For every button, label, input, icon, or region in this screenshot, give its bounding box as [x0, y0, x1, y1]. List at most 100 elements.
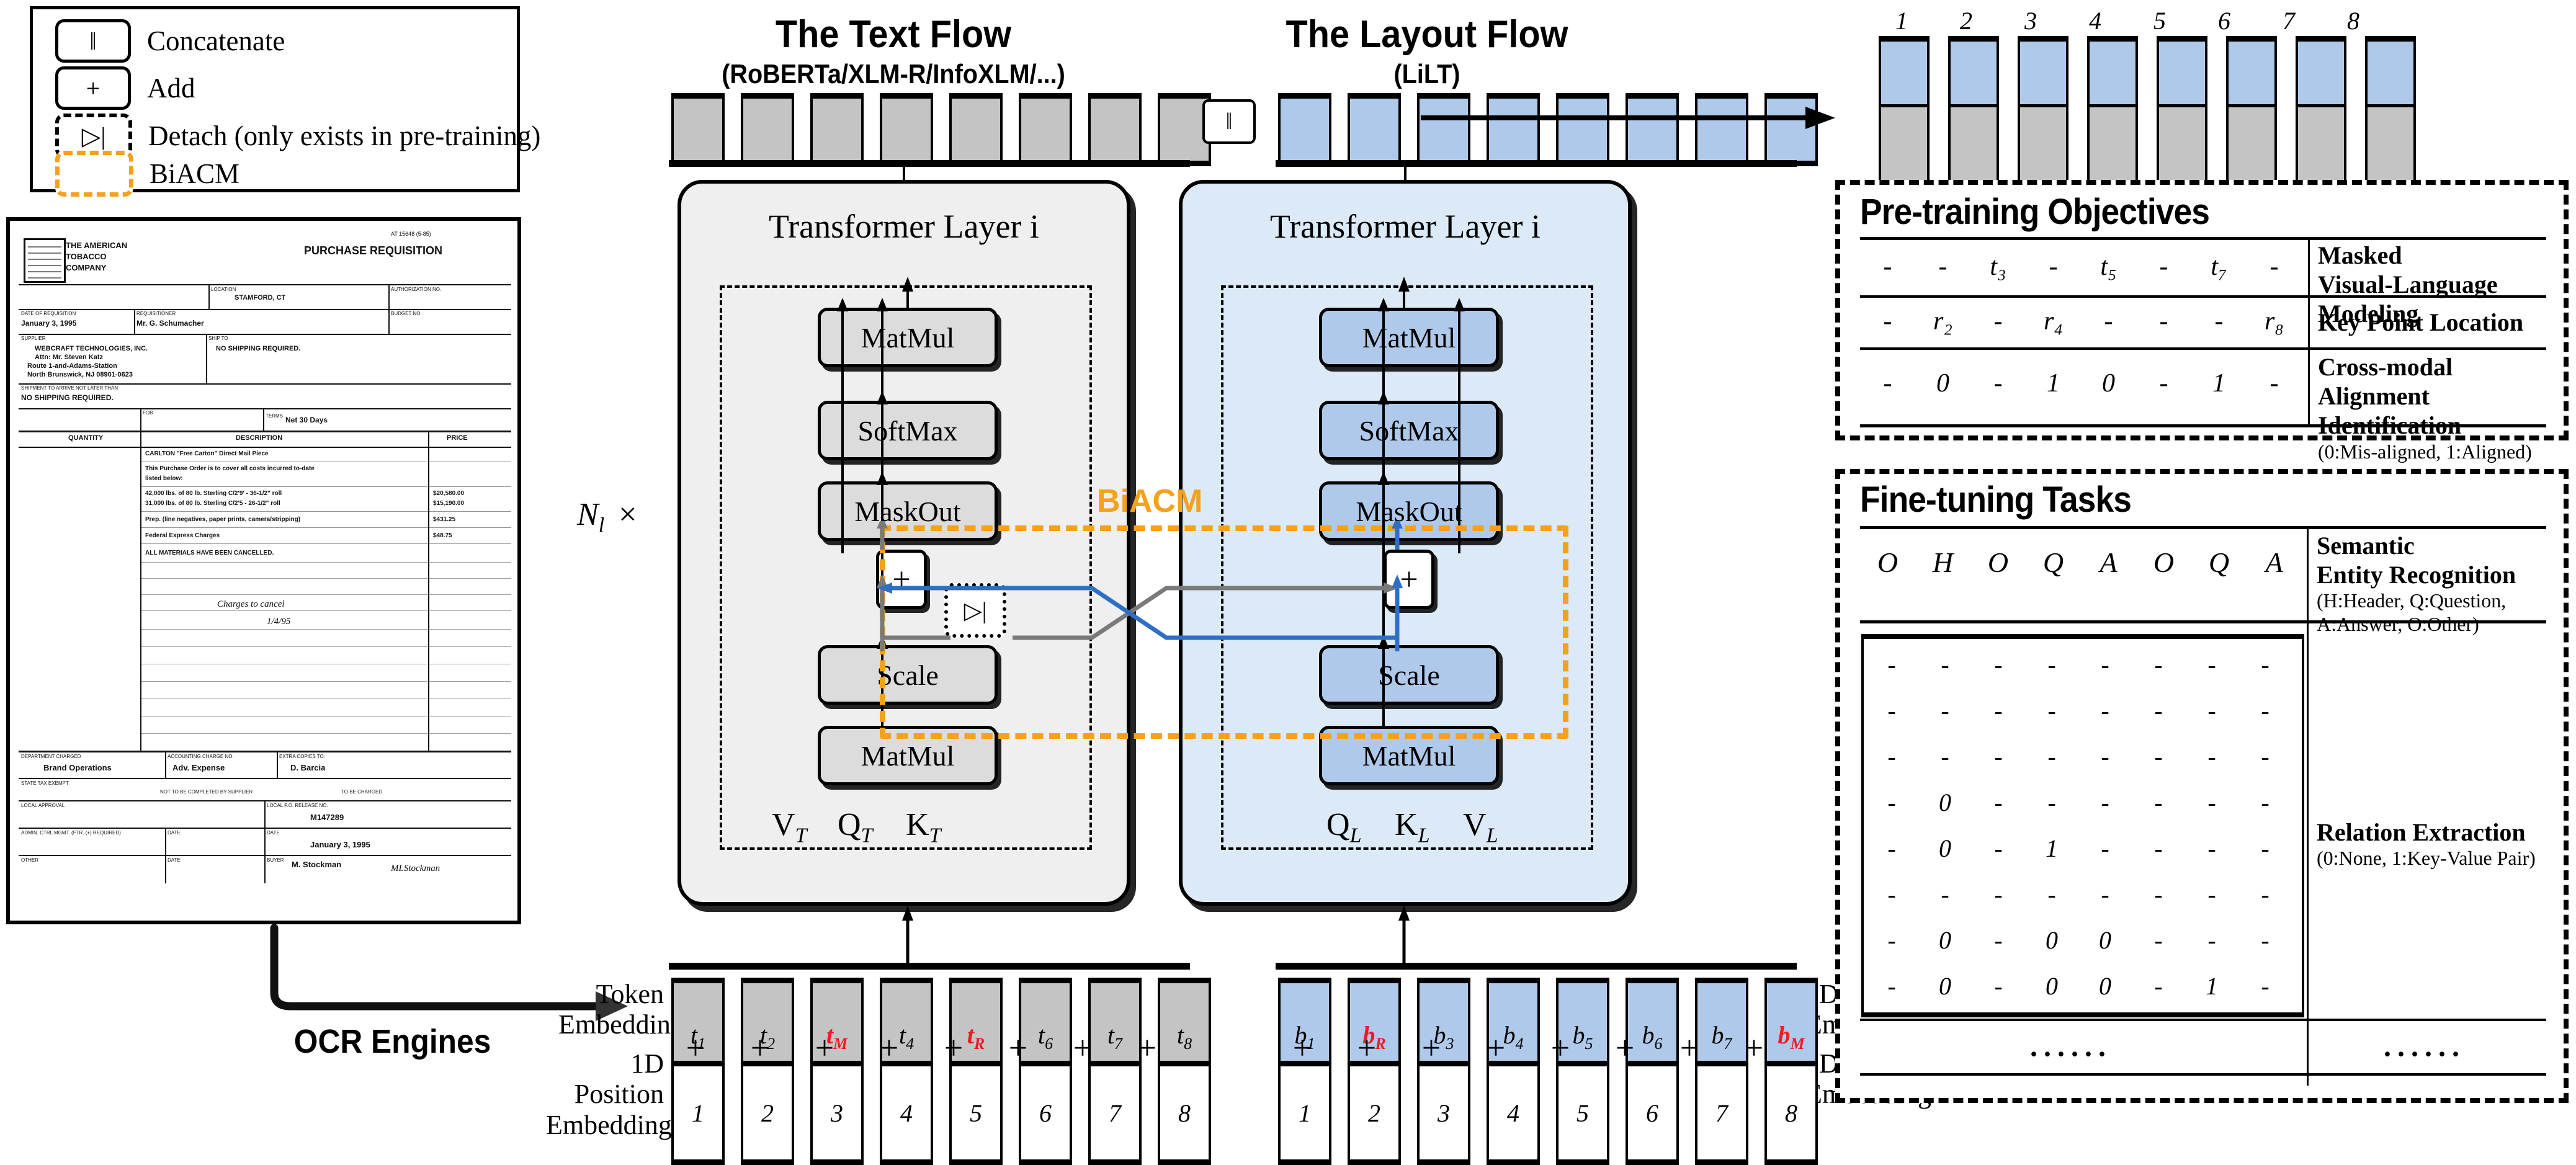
- layout-input-arrow: [1398, 906, 1410, 968]
- legend-label-detach: Detach (only exists in pre-training): [148, 120, 541, 151]
- pretraining-r0-c6: t₇: [2211, 252, 2227, 281]
- pt0-name-l1: Masked: [2318, 241, 2402, 269]
- layout-plus-5: +: [1615, 1029, 1635, 1066]
- pretraining-r2-c7: -: [2270, 369, 2279, 398]
- pt0-name-l2: Visual-Language Modeling: [2318, 270, 2498, 328]
- text-v-sub: T: [795, 824, 807, 847]
- text-q-base: Q: [838, 807, 861, 842]
- re-cell-3-7: -: [2261, 788, 2270, 816]
- re-cell-0-6: -: [2207, 650, 2216, 679]
- re-cell-5-2: -: [1994, 880, 2003, 908]
- legend-item-add: + Add: [55, 66, 195, 110]
- ser-note-l2: A:Answer, O:Other): [2317, 613, 2479, 636]
- ser-cell-5: O: [2153, 547, 2175, 578]
- re-cell-7-2: -: [1994, 971, 2003, 1000]
- re-cell-2-7: -: [2261, 742, 2270, 770]
- pt2-name-l1: Cross-modal: [2318, 353, 2453, 381]
- doc-shipto-label: SHIP TO: [208, 336, 228, 341]
- doc-terms-label: TERMS: [266, 413, 283, 419]
- ser-cell-0: O: [1877, 547, 1898, 578]
- re-cell-4-3: 1: [2046, 834, 2058, 862]
- text-position-cell-0: 1: [671, 1061, 725, 1165]
- doc-extra-label: EXTRA COPIES TO:: [279, 754, 325, 759]
- text-flow-title: The Text Flow: [775, 13, 1012, 56]
- re-cell-0-4: -: [2101, 650, 2109, 679]
- repeat-times: ×: [619, 497, 637, 532]
- pretraining-r1-c4: -: [2104, 307, 2113, 336]
- biacm-label: BiACM: [1097, 483, 1203, 519]
- output-token-row: [1879, 36, 2416, 190]
- add-icon: +: [55, 66, 131, 110]
- pos1d-left-label: 1D Position Embedding: [546, 1048, 672, 1140]
- layout-plus-0: +: [1292, 1029, 1312, 1066]
- layout-maskout: MaskOut: [1319, 481, 1499, 541]
- ocr-arrow: [270, 924, 628, 1021]
- token-embedding-label-l1: Token: [596, 979, 664, 1009]
- layout-plus-6: +: [1679, 1029, 1699, 1066]
- re-cell-3-1: 0: [1939, 788, 1951, 816]
- doc-supplier-l4: North Brunswick, NJ 08901-0623: [27, 371, 133, 378]
- doc-arrive-value: NO SHIPPING REQUIRED.: [21, 393, 114, 402]
- doc-date-label: DATE OF REQUISITION: [21, 311, 76, 316]
- text-plus-6: +: [1073, 1029, 1093, 1066]
- text-embed-bar: [669, 963, 1190, 970]
- concatenate-node-icon: ‖: [1202, 99, 1256, 144]
- re-cell-4-6: -: [2207, 834, 2216, 862]
- re-cell-7-0: -: [1887, 971, 1896, 1000]
- re-cell-0-3: -: [2047, 650, 2056, 679]
- layout-flow-arrows: [1378, 277, 1465, 726]
- output-index-2: 3: [2024, 7, 2037, 35]
- doc-hand-date: 1/4/95: [267, 617, 291, 627]
- re-cell-4-5: -: [2154, 834, 2163, 862]
- layout-position-cell-2: 3: [1417, 1061, 1470, 1165]
- doc-dept-label: DEPARTMENT CHARGED: [21, 754, 81, 759]
- re-cell-2-0: -: [1887, 742, 1896, 770]
- legend-label-concatenate: Concatenate: [147, 25, 285, 56]
- pretraining-r1-c3: r₄: [2044, 307, 2063, 336]
- ser-cell-1: H: [1932, 547, 1954, 578]
- layout-plus-row: ++++++++: [1278, 1029, 1778, 1067]
- re-cell-1-1: -: [1941, 696, 1949, 725]
- doc-requisitioner-value: Mr. G. Schumacher: [136, 319, 204, 328]
- doc-check-2: TO BE CHARGED: [341, 789, 383, 795]
- text-plus-row: ++++++++: [671, 1029, 1171, 1067]
- token-embedding-label-l2: Embedding: [558, 1009, 684, 1040]
- text-position-cell-7: 8: [1158, 1061, 1211, 1165]
- re-cell-3-3: -: [2047, 788, 2056, 816]
- re-cell-2-1: -: [1941, 742, 1949, 770]
- repeat-n: N: [577, 497, 599, 532]
- re-row-2: --------: [1865, 733, 2296, 779]
- pretraining-r2-c5: -: [2159, 369, 2168, 398]
- layout-top-bar: [1276, 160, 1797, 167]
- layout-flow-subtitle: (LiLT): [1393, 59, 1460, 89]
- ser-name-l1: Semantic: [2317, 532, 2415, 560]
- pretraining-row-1-name: Key Point Location: [2318, 308, 2523, 337]
- re-cell-6-2: -: [1994, 926, 2003, 954]
- layout-embed-bar: [1276, 963, 1797, 970]
- pt2-name-l2: Alignment Identification: [2318, 382, 2462, 440]
- pos1d-left-l1: 1D Position: [574, 1048, 664, 1110]
- pretraining-r1-c1: r₂: [1933, 307, 1952, 336]
- text-plus-2: +: [815, 1029, 834, 1066]
- layout-position-cell-6: 7: [1695, 1061, 1748, 1165]
- doc-date3b-label: DATE: [168, 857, 181, 863]
- output-token-5: [2226, 36, 2277, 190]
- doc-location-label: LOCATION: [211, 287, 236, 292]
- doc-signature: MLStockman: [391, 864, 441, 873]
- output-index-5: 6: [2218, 7, 2230, 35]
- ser-cell-4: A: [2100, 547, 2118, 578]
- ser-cell-6: Q: [2208, 547, 2230, 578]
- layout-softmax: SoftMax: [1319, 401, 1499, 460]
- doc-company-line2: TOBACCO: [66, 252, 107, 261]
- pretraining-r1-c5: -: [2159, 307, 2168, 336]
- token-embedding-label: Token Embedding: [558, 979, 684, 1040]
- doc-date3-label: DATE: [267, 830, 280, 836]
- doc-supplier-label: SUPPLIER: [21, 336, 46, 341]
- doc-dept-value: Brand Operations: [43, 763, 112, 772]
- re-cell-1-6: -: [2207, 696, 2216, 725]
- doc-company-line3: COMPANY: [66, 263, 107, 272]
